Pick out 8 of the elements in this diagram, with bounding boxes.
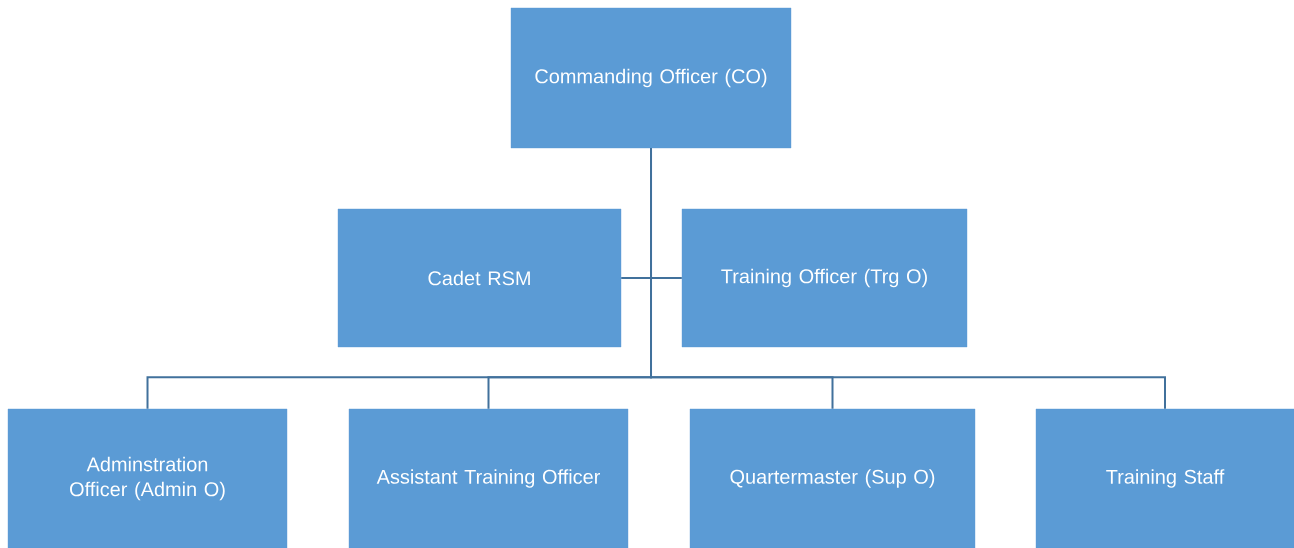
org-box: Quartermaster (Sup O)	[689, 408, 976, 548]
org-box: Adminstration Officer (Admin O)	[7, 408, 288, 548]
connector-line	[650, 147, 1166, 410]
org-box: Cadet RSM	[337, 208, 622, 348]
org-box: Commanding Officer (CO)	[510, 7, 792, 149]
org-box: Training Staff	[1035, 408, 1294, 548]
org-box: Training Officer (Trg O)	[681, 208, 968, 348]
org-box: Assistant Training Officer	[348, 408, 629, 548]
